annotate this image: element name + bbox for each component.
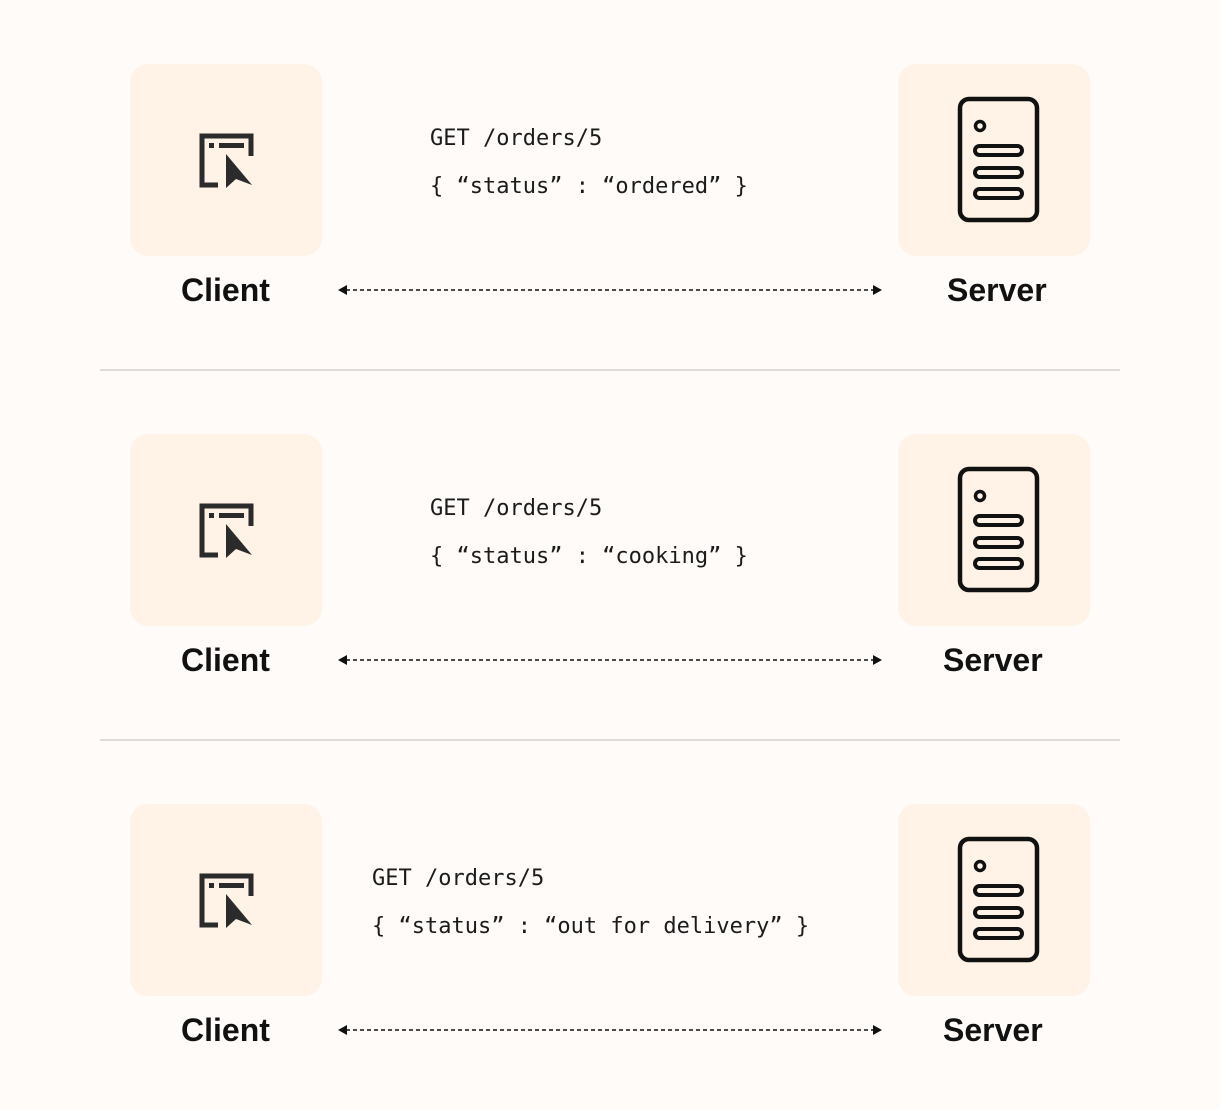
exchange-row: Client GET /orders/5 { “status” : “out f… [0,804,1220,1104]
server-tile [898,804,1090,996]
http-exchange: GET /orders/5 { “status” : “out for deli… [372,866,809,970]
bidirectional-dotted-arrow [338,1025,882,1035]
server-icon [957,836,1040,963]
request-line: GET /orders/5 [430,496,603,521]
server-icon [957,466,1040,593]
server-label: Server [947,272,1047,308]
server-label: Server [943,1012,1043,1048]
exchange-row: Client GET /orders/5 { “status” : “cooki… [0,434,1220,734]
browser-cursor-icon [199,503,254,558]
browser-cursor-icon [199,873,254,928]
request-line: GET /orders/5 [372,866,545,891]
client-tile [130,64,322,256]
client-label: Client [181,642,270,678]
browser-cursor-icon [199,133,254,188]
client-tile [130,434,322,626]
server-tile [898,64,1090,256]
response-body: { “status” : “cooking” } [430,544,748,569]
request-line: GET /orders/5 [430,126,603,151]
divider [100,739,1120,741]
response-body: { “status” : “out for delivery” } [372,914,810,939]
server-label: Server [943,642,1043,678]
server-icon [957,96,1040,223]
bidirectional-dotted-arrow [338,655,882,665]
server-tile [898,434,1090,626]
response-body: { “status” : “ordered” } [430,174,748,199]
http-exchange: GET /orders/5 { “status” : “ordered” } [430,126,748,230]
exchange-row: Client GET /orders/5 { “status” : “order… [0,64,1220,364]
bidirectional-dotted-arrow [338,285,882,295]
client-tile [130,804,322,996]
client-label: Client [181,272,270,308]
http-exchange: GET /orders/5 { “status” : “cooking” } [430,496,748,600]
client-label: Client [181,1012,270,1048]
divider [100,369,1120,371]
